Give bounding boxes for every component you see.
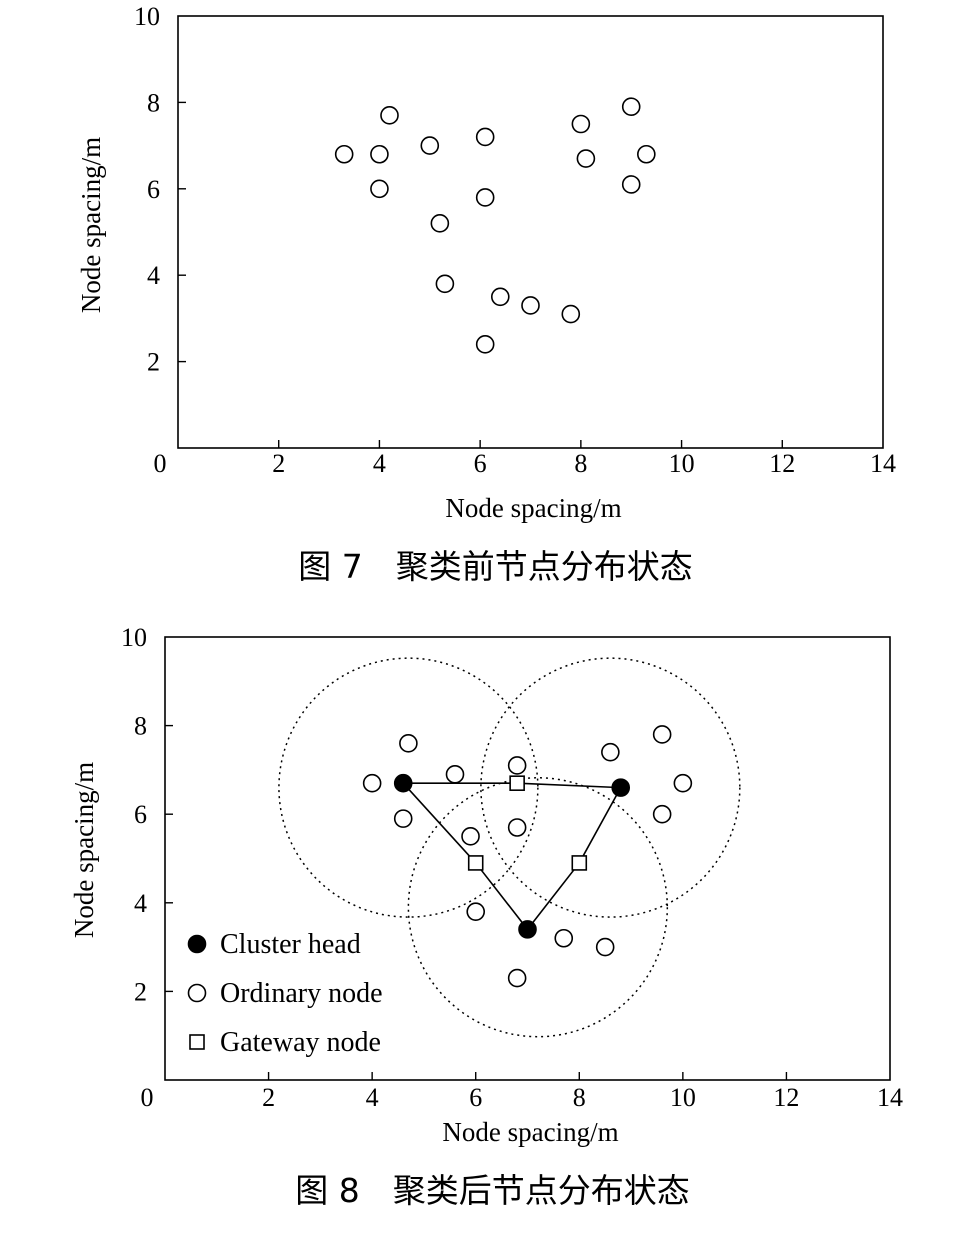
y-tick-label: 2 <box>134 977 147 1006</box>
node-point <box>370 179 389 199</box>
cluster-head-point <box>518 920 537 939</box>
y-tick-label: 6 <box>147 175 160 204</box>
plot-frame <box>164 636 891 1081</box>
data-marks <box>334 97 656 354</box>
legend-label-cluster-head: Cluster head <box>220 929 361 960</box>
node-point <box>475 127 495 147</box>
node-point <box>445 765 465 784</box>
node-point <box>334 144 354 164</box>
y-tick-label: 10 <box>121 623 147 652</box>
node-point <box>595 937 615 957</box>
chart-after-clustering: 0 2 4 6 8 10 12 14 2 4 6 8 10 Cluster head Ordinary … <box>69 623 903 1210</box>
x-tick-label: 12 <box>769 449 795 478</box>
node-point <box>435 274 455 294</box>
y-tick-label: 4 <box>134 889 147 918</box>
x-tick-label: 4 <box>366 1083 379 1112</box>
y-axis-label: Node spacing/m <box>76 137 106 313</box>
x-axis-label: Node spacing/m <box>445 493 621 523</box>
node-point <box>370 144 389 164</box>
node-point <box>507 968 527 988</box>
coverage-circle <box>407 777 669 1038</box>
x-tick-label: 10 <box>669 449 695 478</box>
node-point <box>475 335 495 354</box>
node-point <box>601 742 620 762</box>
x-tick-label: 0 <box>154 449 167 478</box>
x-tick-label: 8 <box>574 449 587 478</box>
x-tick-label: 6 <box>469 1083 482 1112</box>
gateway-node-point <box>467 855 484 871</box>
cluster-link <box>475 862 529 930</box>
x-tick-label: 8 <box>573 1083 586 1112</box>
node-point <box>637 144 656 164</box>
x-tick-label: 4 <box>373 449 386 478</box>
x-tick-label: 12 <box>773 1083 799 1112</box>
legend-marker-gateway-node <box>189 1034 205 1050</box>
axis-ticks: 0 2 4 6 8 10 12 14 2 4 6 8 10 <box>121 623 903 1112</box>
figure-caption: 图 7 聚类前节点分布状态 <box>298 547 693 586</box>
legend: Cluster head Ordinary node Gateway node <box>187 929 383 1058</box>
node-point <box>673 773 693 793</box>
node-point <box>430 214 450 233</box>
legend-marker-cluster-head <box>187 934 207 954</box>
axis-ticks: 0 2 4 6 8 10 12 14 2 4 6 8 10 <box>134 2 896 478</box>
gateway-node-point <box>509 775 525 791</box>
legend-marker-ordinary-node <box>187 983 207 1003</box>
node-point <box>621 97 641 117</box>
chart-before-clustering: 0 2 4 6 8 10 12 14 2 4 6 8 10 Node spacing/m Node sp… <box>76 2 896 586</box>
node-point <box>466 902 486 921</box>
data-marks <box>362 725 693 988</box>
node-point <box>576 149 596 168</box>
node-point <box>362 773 382 793</box>
y-tick-label: 6 <box>134 800 147 829</box>
node-point <box>561 304 581 324</box>
x-tick-label: 10 <box>670 1083 696 1112</box>
y-tick-label: 8 <box>134 712 147 741</box>
node-point <box>475 188 495 207</box>
y-axis-label: Node spacing/m <box>69 762 99 938</box>
cluster-link <box>578 787 622 864</box>
plot-frame <box>177 15 884 449</box>
cluster-link <box>526 862 580 930</box>
x-tick-label: 14 <box>877 1083 903 1112</box>
node-point <box>652 725 672 744</box>
x-axis-label: Node spacing/m <box>442 1117 618 1147</box>
cluster-head-point <box>393 773 413 793</box>
coverage-circles <box>278 657 741 1038</box>
node-point <box>621 175 641 194</box>
cluster-links <box>402 782 622 930</box>
legend-label-gateway-node: Gateway node <box>220 1027 381 1058</box>
node-point <box>571 114 591 134</box>
node-point <box>461 827 480 846</box>
node-point <box>652 804 672 824</box>
y-tick-label: 2 <box>147 348 160 377</box>
y-tick-label: 8 <box>147 88 160 117</box>
coverage-circle <box>480 657 741 918</box>
x-tick-label: 2 <box>272 449 285 478</box>
node-point <box>490 287 510 307</box>
gateway-node-point <box>571 855 588 871</box>
node-point <box>393 809 413 828</box>
node-point <box>420 136 440 155</box>
node-point <box>554 928 574 948</box>
cluster-link <box>517 782 621 789</box>
y-tick-label: 10 <box>134 2 160 31</box>
node-point <box>507 818 527 837</box>
node-point <box>399 734 418 753</box>
legend-label-ordinary-node: Ordinary node <box>220 978 383 1009</box>
node-point <box>507 756 527 775</box>
y-tick-label: 4 <box>147 261 160 290</box>
coverage-circle <box>278 657 539 918</box>
cluster-head-point <box>611 778 631 797</box>
node-point <box>380 106 399 125</box>
x-tick-label: 6 <box>474 449 487 478</box>
cluster-link <box>402 782 477 864</box>
node-point <box>521 296 540 315</box>
x-tick-label: 0 <box>141 1083 154 1112</box>
x-tick-label: 2 <box>262 1083 275 1112</box>
figure-caption: 图 8 聚类后节点分布状态 <box>295 1171 690 1210</box>
x-tick-label: 14 <box>870 449 896 478</box>
